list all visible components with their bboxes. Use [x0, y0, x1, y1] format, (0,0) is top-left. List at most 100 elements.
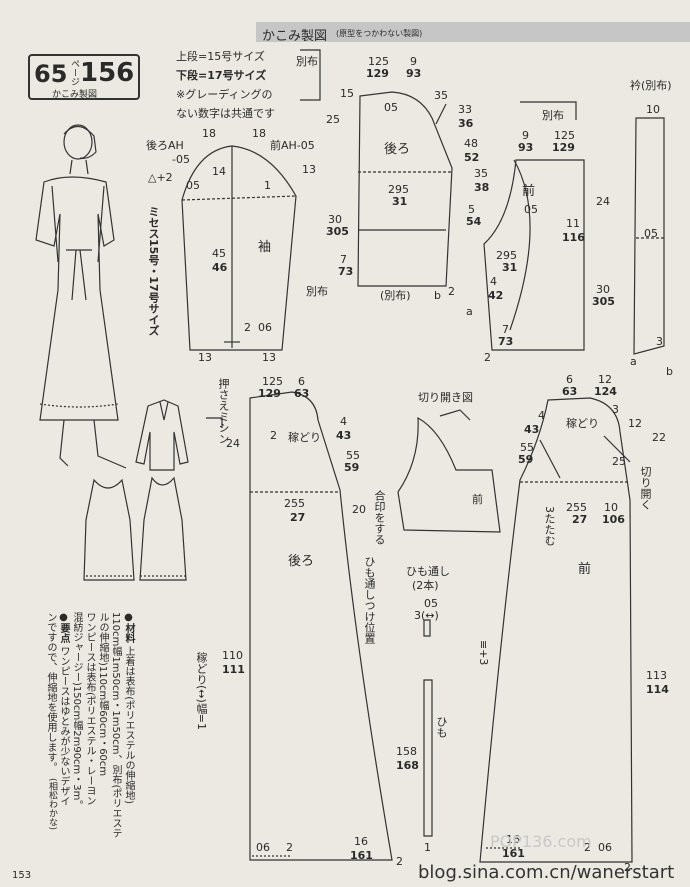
badge-name: かこみ製図 [52, 90, 98, 100]
db-num: 63 [294, 387, 310, 400]
df-num: 255 [566, 501, 587, 514]
note-line: 下段=17号サイズ [176, 69, 267, 82]
collar-num: 10 [646, 103, 660, 116]
sleeve-label: 袖 [258, 240, 272, 255]
dress-front-pattern [479, 397, 633, 863]
jb-num: 31 [392, 195, 408, 208]
jf-num: 42 [488, 289, 504, 302]
jb-num: 9 [410, 55, 417, 68]
jf-a: a [466, 305, 473, 318]
cut-open-diagram [397, 409, 501, 533]
jf-num: 31 [502, 261, 518, 274]
sleeve-pattern [181, 145, 297, 351]
sleeve-num: 18 [252, 127, 266, 140]
db-kasedori: 稼どり [288, 431, 321, 444]
materials-heading: ●材料 [123, 612, 134, 643]
df-num: 3 [612, 403, 619, 416]
header-subtitle: (原型をつかわない製図) [336, 29, 423, 38]
materials-credit: (相松わかな) [47, 778, 57, 831]
himo-num: 1 [424, 841, 431, 854]
flat-sketches [83, 399, 189, 581]
jf-num: 7 [502, 323, 509, 336]
jb-num: 2 [448, 285, 455, 298]
db-num: 2 [270, 429, 277, 442]
jb-num: 295 [388, 183, 409, 196]
sleeve-num: △+2 [148, 171, 173, 184]
himo-pieces [423, 619, 433, 837]
df-kasedori: 稼どり [566, 417, 599, 430]
jf-num: 125 [554, 129, 575, 142]
collar-a: a [630, 355, 637, 368]
db-num: 110 [222, 649, 243, 662]
badge-page-unit: ページ [69, 59, 79, 86]
jb-num: 125 [368, 55, 389, 68]
note-line: ※グレーディングの [176, 88, 273, 101]
db-num: 24 [226, 437, 240, 450]
db-num: 27 [290, 511, 306, 524]
himo-num: 168 [396, 759, 419, 772]
df-num: 12 [598, 373, 612, 386]
collar-title: 衿(別布) [630, 79, 672, 92]
badge-number: 156 [80, 58, 135, 88]
jf-label: 前 [522, 184, 536, 199]
materials-block: ●材料 上着は表布(ポリエステルの伸縮地) 110cm幅1m50cm・1m50c… [44, 612, 135, 838]
sleeve-num: 13 [302, 163, 316, 176]
watermark: POP136.com [490, 832, 592, 851]
jf-num: 93 [518, 141, 534, 154]
himo-num: 05 [424, 597, 438, 610]
sleeve-num: 45 [212, 247, 226, 260]
jf-num: 73 [498, 335, 514, 348]
df-num: 16 [506, 833, 520, 846]
jb-num: 33 [458, 103, 472, 116]
df-num: 59 [518, 453, 534, 466]
jf-num: 05 [524, 203, 538, 216]
db-num: 43 [336, 429, 352, 442]
df-num: 27 [572, 513, 588, 526]
jb-num: 129 [366, 67, 389, 80]
db-num: 55 [346, 449, 360, 462]
df-num: 22 [652, 431, 666, 444]
note-line: ない数字は共通です [176, 107, 275, 120]
db-oshisae: 押さえミシン [217, 378, 230, 444]
db-num: 125 [262, 375, 283, 388]
df-num: 55 [520, 441, 534, 454]
db-num: 2 [396, 855, 403, 868]
jb-betsununo3: 別布 [306, 285, 328, 298]
jb-num: 35 [434, 89, 448, 102]
jb-num: 25 [326, 113, 340, 126]
db-num: 59 [344, 461, 360, 474]
jb-num: 36 [458, 117, 474, 130]
jacket-front-pattern [483, 101, 585, 351]
jf-num: 9 [522, 129, 529, 142]
db-num: 4 [340, 415, 347, 428]
footer-url: blog.sina.com.cn/wanerstart [418, 862, 675, 883]
db-num: 6 [298, 375, 305, 388]
df-tatami: 3たたむ [543, 506, 556, 546]
badge-page: 65 [34, 60, 68, 88]
materials-line: ンですので、伸縮地を使用します。 [45, 612, 56, 772]
db-num: 255 [284, 497, 305, 510]
collar-num: 3 [656, 335, 663, 348]
df-num: 63 [562, 385, 578, 398]
df-kiri: 切り開く [639, 466, 652, 510]
himo-num: 3(↔) [414, 609, 439, 622]
jf-num: 116 [562, 231, 585, 244]
db-himo-pos: ひも通しつけ位置 [363, 556, 376, 644]
jf-num: 38 [474, 181, 490, 194]
df-num: 43 [524, 423, 540, 436]
sleeve-num: 2 [244, 321, 251, 334]
db-num: 06 [256, 841, 270, 854]
df-num: 114 [646, 683, 669, 696]
df-num: 2 [584, 841, 591, 854]
himo-num: 158 [396, 745, 417, 758]
woman-illustration [35, 124, 127, 469]
jb-b: b [434, 289, 441, 302]
sleeve-num: 13 [198, 351, 212, 364]
jf-num: 2 [484, 351, 491, 364]
jb-num: 7 [340, 253, 347, 266]
collar-b: b [666, 365, 673, 378]
jb-num: 73 [338, 265, 354, 278]
jb-num: 305 [326, 225, 349, 238]
df-num: 113 [646, 669, 667, 682]
